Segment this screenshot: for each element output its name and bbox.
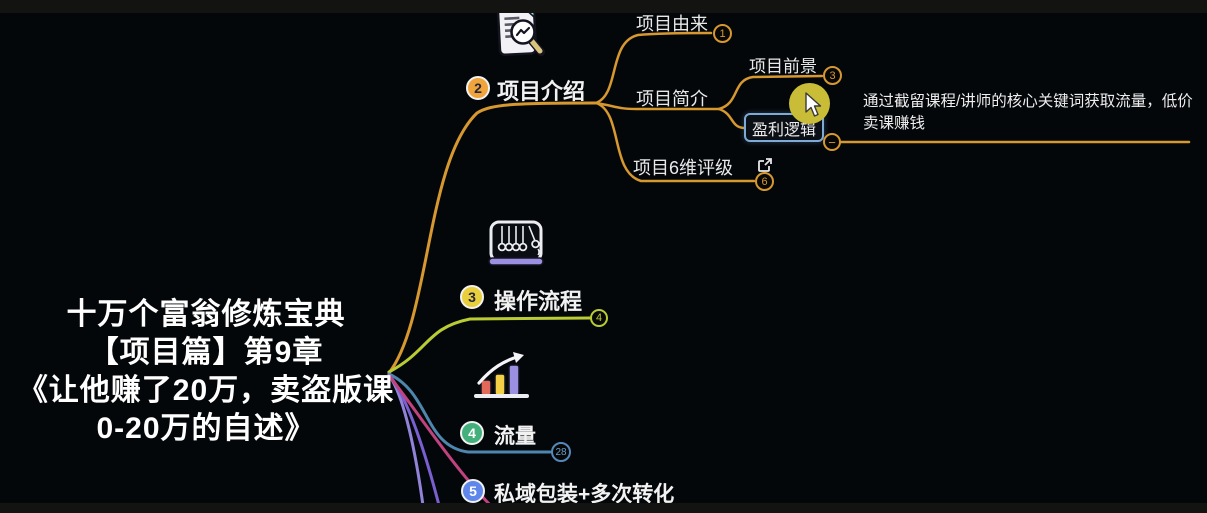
count-badge[interactable]: 28 bbox=[551, 442, 571, 462]
count-badge[interactable]: 3 bbox=[823, 66, 842, 85]
bar-chart-icon bbox=[474, 352, 529, 398]
collapse-badge[interactable]: − bbox=[823, 133, 841, 151]
mouse-cursor-icon bbox=[805, 92, 822, 117]
external-link-icon[interactable] bbox=[757, 157, 773, 173]
subtopic-project-brief[interactable]: 项目简介 bbox=[636, 89, 708, 109]
letterbox-top bbox=[0, 0, 1207, 13]
count-badge[interactable]: 6 bbox=[755, 172, 774, 191]
document-search-icon bbox=[496, 4, 545, 56]
root-title-line: 《让他赚了20万，卖盗版课 bbox=[17, 374, 395, 407]
subtopic-project-rating[interactable]: 项目6维评级 bbox=[633, 158, 734, 178]
topic-private-domain[interactable]: 私域包装+多次转化 bbox=[494, 483, 675, 506]
topic-number-chip[interactable]: 4 bbox=[460, 421, 484, 445]
root-title-line: 十万个富翁修炼宝典 bbox=[66, 298, 346, 331]
topic-number-chip[interactable]: 5 bbox=[461, 479, 485, 503]
topic-process[interactable]: 操作流程 bbox=[494, 289, 583, 314]
subtopic-project-origin[interactable]: 项目由来 bbox=[636, 14, 708, 34]
topic-number-chip[interactable]: 3 bbox=[460, 285, 484, 309]
topic-number-chip[interactable]: 2 bbox=[466, 76, 490, 100]
topic-traffic[interactable]: 流量 bbox=[494, 425, 536, 448]
topic-project-intro[interactable]: 项目介绍 bbox=[497, 79, 586, 104]
root-title-line: 【项目篇】第9章 bbox=[88, 336, 324, 369]
subtopic-profit-detail[interactable]: 通过截留课程/讲师的核心关键词获取流量，低价卖课赚钱 bbox=[863, 93, 1193, 132]
newton-cradle-icon bbox=[488, 220, 544, 266]
subtopic-project-prospect[interactable]: 项目前景 bbox=[749, 57, 817, 76]
root-title-line: 0-20万的自述》 bbox=[96, 412, 316, 445]
count-badge[interactable]: 4 bbox=[590, 309, 608, 327]
letterbox-bottom bbox=[0, 503, 1207, 513]
count-badge[interactable]: 1 bbox=[713, 24, 732, 43]
root-topic[interactable]: 十万个富翁修炼宝典 【项目篇】第9章 《让他赚了20万，卖盗版课 0-20万的自… bbox=[0, 296, 412, 448]
